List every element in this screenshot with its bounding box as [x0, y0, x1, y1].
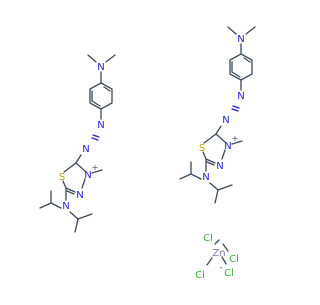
bond	[74, 218, 79, 233]
bond	[91, 100, 101, 107]
ring-n: N	[76, 190, 83, 201]
bond	[179, 173, 192, 180]
bond	[75, 162, 86, 172]
bond	[205, 158, 216, 164]
bond	[221, 256, 227, 265]
chlorine-atom: Cl	[224, 268, 234, 279]
azo-n2: N	[222, 115, 229, 126]
bond	[206, 257, 213, 266]
background	[0, 0, 300, 300]
bond	[231, 140, 243, 145]
bond	[221, 149, 226, 160]
bond	[69, 211, 79, 220]
chlorine-atom: Cl	[203, 233, 213, 244]
bond	[245, 26, 256, 35]
bond	[65, 187, 76, 193]
bond	[50, 202, 62, 209]
ring-s: S	[59, 172, 65, 183]
zinc-tetrachloride: Cl Cl Cl Cl Zn -	[195, 233, 239, 281]
bond	[91, 169, 103, 174]
bond	[190, 173, 202, 180]
chlorine-atom: Cl	[229, 254, 239, 265]
bond	[231, 108, 239, 112]
bond	[222, 243, 229, 252]
bond	[203, 133, 217, 144]
bond	[66, 190, 75, 195]
azo-n2: N	[82, 144, 89, 155]
bond	[63, 162, 77, 173]
bond	[202, 151, 207, 160]
cation-left	[39, 54, 116, 233]
bond	[215, 133, 226, 143]
cation-right-atoms: N N N N + N S N	[199, 34, 245, 183]
bond	[215, 125, 222, 135]
bond	[206, 161, 215, 166]
bond	[105, 54, 116, 63]
bond	[217, 184, 233, 191]
bond	[209, 182, 219, 191]
dimethylamino-n: N	[237, 34, 244, 45]
bond	[103, 86, 111, 92]
bond	[75, 154, 82, 164]
cation-right	[179, 26, 256, 204]
diisopropyl-n: N	[202, 172, 209, 183]
bond	[243, 57, 251, 63]
bond	[231, 71, 241, 78]
bond	[62, 180, 67, 189]
bond	[214, 239, 220, 245]
bond	[39, 202, 52, 209]
bond	[232, 105, 240, 109]
diisopropyl-n: N	[62, 201, 69, 212]
ring-s: S	[199, 143, 205, 154]
chemical-structure-drawing: N N N N + N S N N N	[0, 0, 300, 300]
bond	[92, 134, 100, 138]
azo-n1: N	[237, 91, 244, 102]
plus-charge: +	[232, 134, 239, 143]
zinc-atom: Zn	[212, 248, 225, 259]
cation-left-atoms: N N N N + N S N	[59, 62, 105, 212]
chlorine-atom: Cl	[195, 270, 205, 281]
dimethylamino-n: N	[97, 62, 104, 73]
bond	[227, 26, 237, 35]
bond	[81, 178, 86, 189]
bond	[87, 54, 97, 63]
ring-n: N	[216, 161, 223, 172]
azo-n1: N	[97, 120, 104, 131]
ring-n-plus: N	[84, 170, 91, 181]
plus-charge: +	[92, 163, 99, 172]
bond	[77, 213, 93, 220]
ring-n-plus: N	[224, 141, 231, 152]
bond	[214, 189, 219, 204]
minus-charge: -	[220, 263, 223, 272]
bond	[91, 137, 99, 141]
structure-canvas: N N N N + N S N N N	[0, 0, 300, 300]
